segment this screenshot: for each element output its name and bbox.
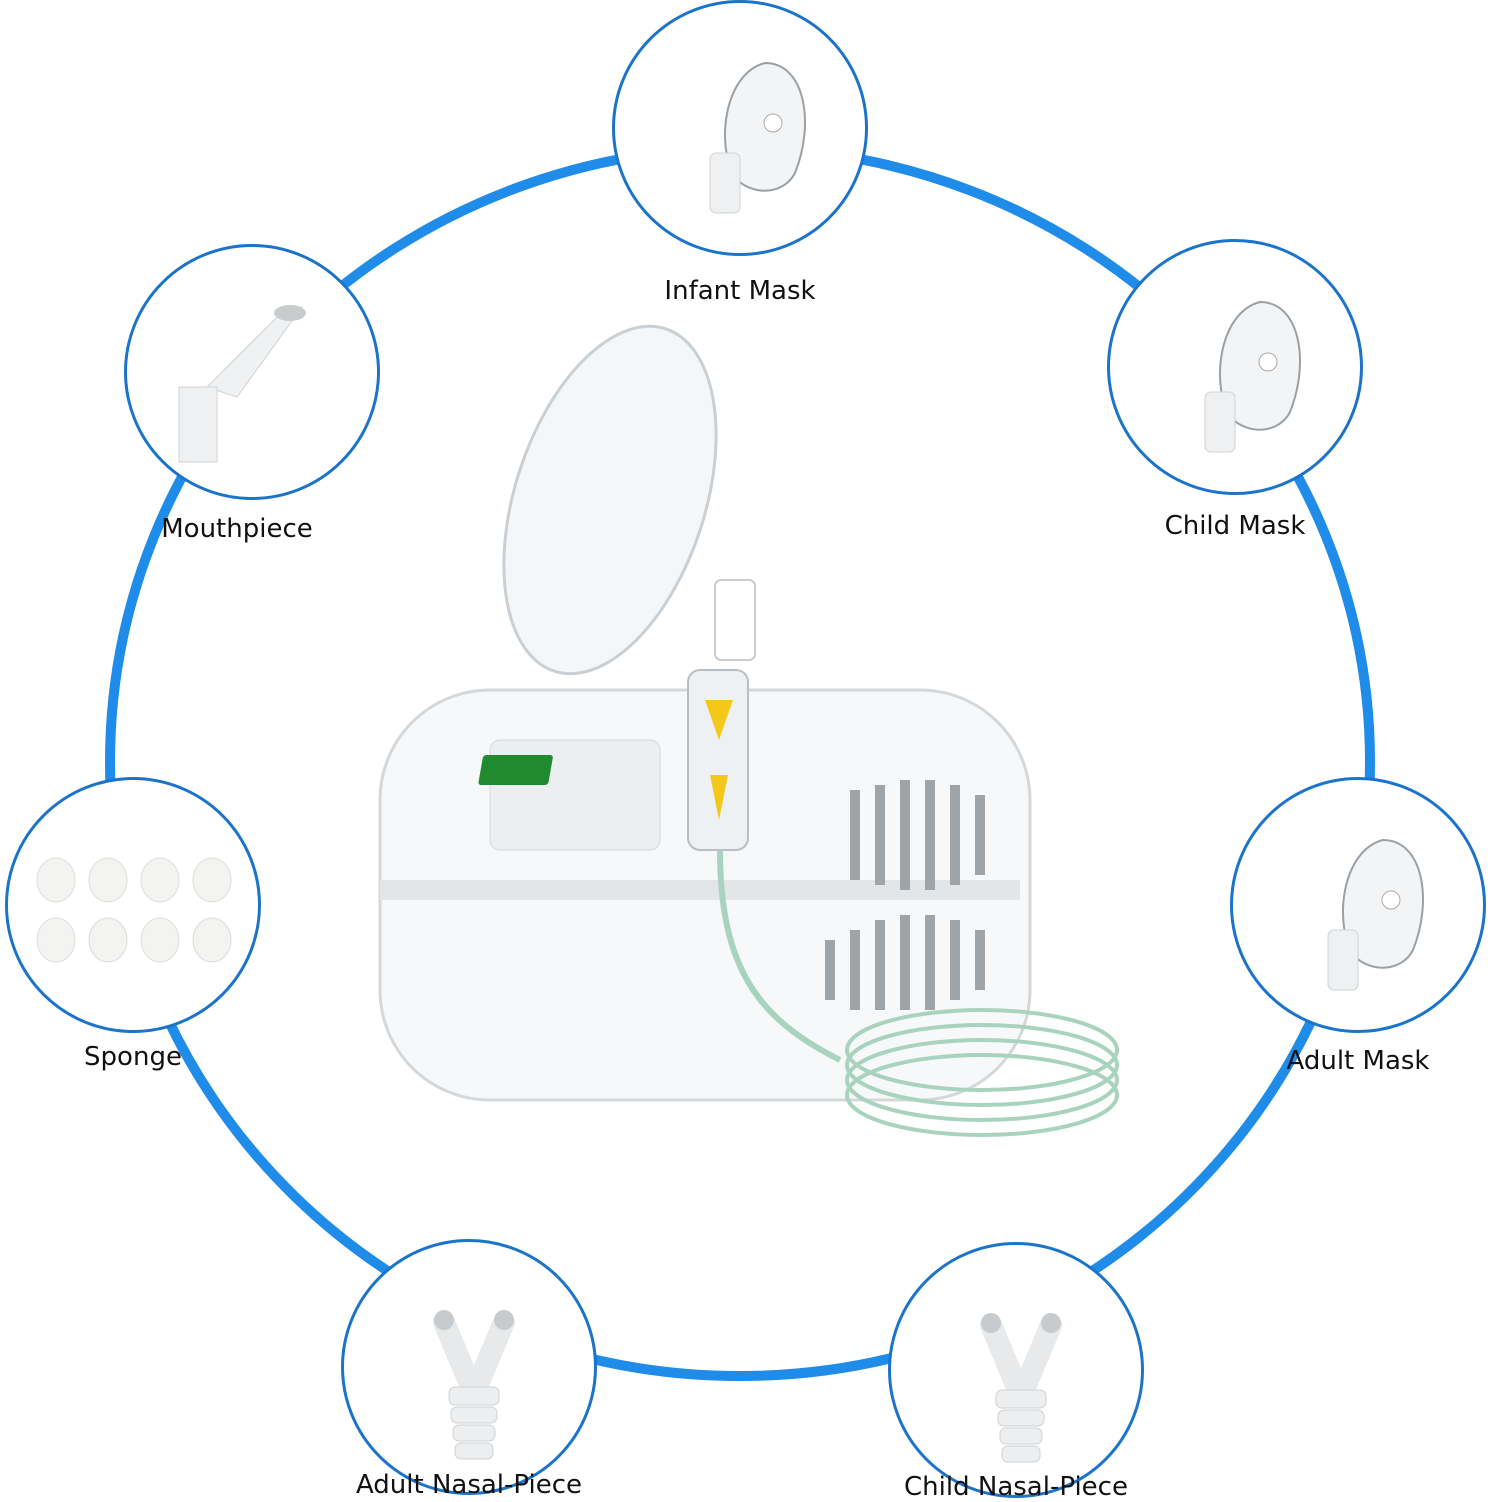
accessory-label-infant-mask: Infant Mask: [664, 276, 816, 306]
accessory-label-child-nasal-piece: Child Nasal-Piece: [904, 1472, 1128, 1502]
accessory-circle-adult-nasal-piece: [341, 1239, 597, 1495]
accessory-label-child-mask: Child Mask: [1164, 511, 1306, 541]
accessory-circle-mouthpiece: [124, 244, 380, 500]
medicine-cup: [687, 669, 749, 851]
vent-grille: [825, 780, 985, 1010]
accessory-circle-child-nasal-piece: [888, 1242, 1144, 1498]
accessory-label-sponge: Sponge: [84, 1042, 182, 1072]
accessory-circle-child-mask: [1107, 239, 1363, 495]
nebulizer-product-image: [378, 324, 1119, 1137]
face-mask: [502, 324, 718, 676]
accessory-label-adult-mask: Adult Mask: [1286, 1046, 1430, 1076]
accessory-circle-adult-mask: [1230, 777, 1486, 1033]
mask-icon: [1204, 300, 1301, 453]
mask-icon: [1327, 838, 1424, 991]
power-switch: [478, 755, 553, 785]
accessory-label-adult-nasal-piece: Adult Nasal-Piece: [355, 1470, 583, 1500]
nasal-piece-icon: [433, 1310, 515, 1460]
nasal-piece-icon: [980, 1313, 1062, 1463]
accessory-label-mouthpiece: Mouthpiece: [161, 514, 313, 544]
air-tube: [717, 849, 842, 1063]
accessory-circle-sponge: [5, 777, 261, 1033]
accessory-circle-infant-mask: [612, 0, 868, 256]
mask-icon: [709, 61, 806, 214]
mouthpiece-icon: [178, 305, 306, 463]
sponge-icon: [36, 857, 232, 963]
